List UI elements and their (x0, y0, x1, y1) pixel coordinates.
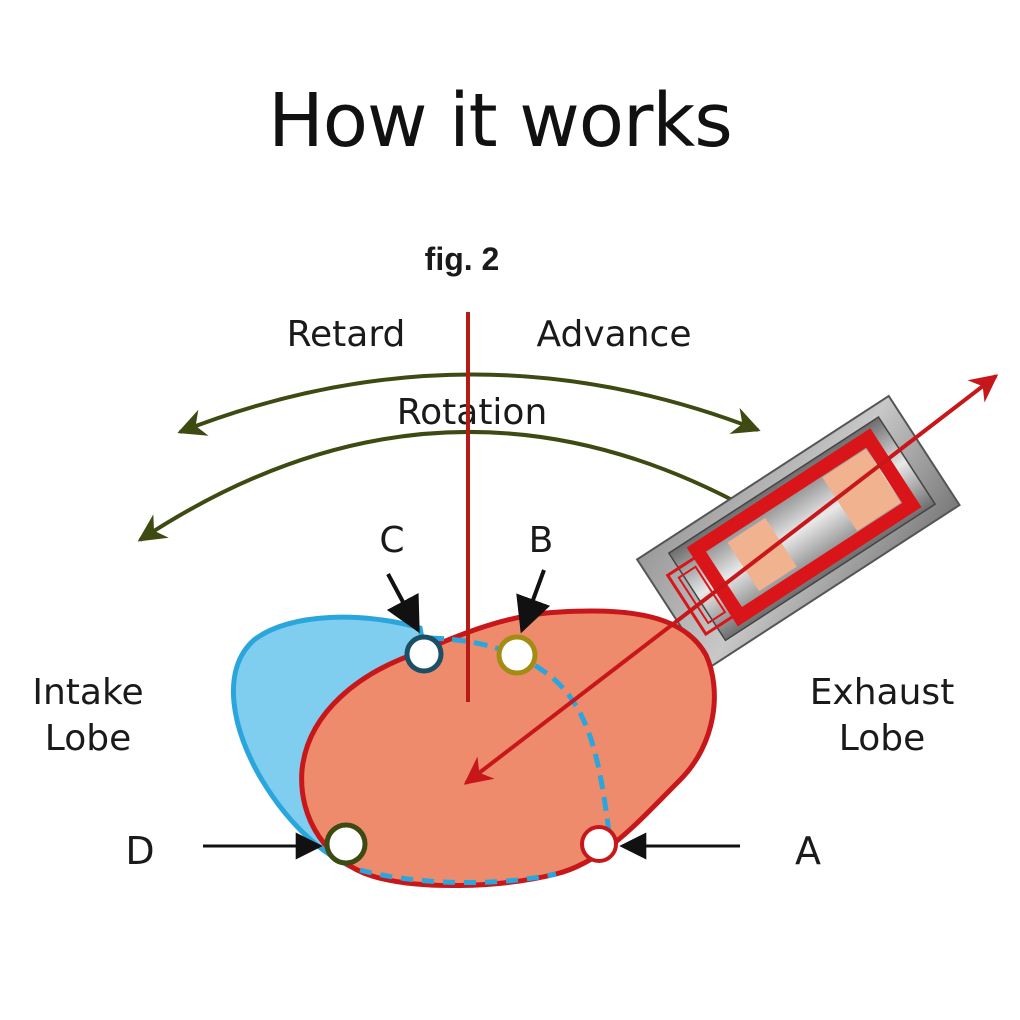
intake-lobe-label-line1: Intake (32, 672, 143, 713)
point-d-label: D (125, 829, 154, 873)
advance-label: Advance (537, 314, 692, 355)
rotation-arrow-lower (137, 429, 785, 542)
point-d-marker (324, 822, 368, 866)
exhaust-lobe-label-line2: Lobe (839, 718, 925, 759)
point-b-arrow (516, 569, 551, 634)
point-c-arrow (386, 573, 420, 634)
intake-lobe-label-line2: Lobe (45, 718, 131, 759)
rotation-label: Rotation (397, 392, 548, 433)
page-title: How it works (268, 78, 733, 164)
point-b-label: B (529, 520, 554, 561)
lifter-axis-arrow (463, 374, 999, 785)
exhaust-lobe-label-line1: Exhaust (810, 672, 955, 713)
base-circle-dashed (359, 867, 557, 886)
retard-label: Retard (287, 314, 406, 355)
point-a-label: A (795, 829, 821, 873)
point-a-marker (580, 825, 618, 863)
figure-label: fig. 2 (425, 241, 500, 277)
point-c-marker (404, 634, 444, 674)
lifter-cutaway (635, 394, 961, 670)
point-b-marker (496, 634, 538, 676)
point-c-label: C (379, 520, 404, 561)
